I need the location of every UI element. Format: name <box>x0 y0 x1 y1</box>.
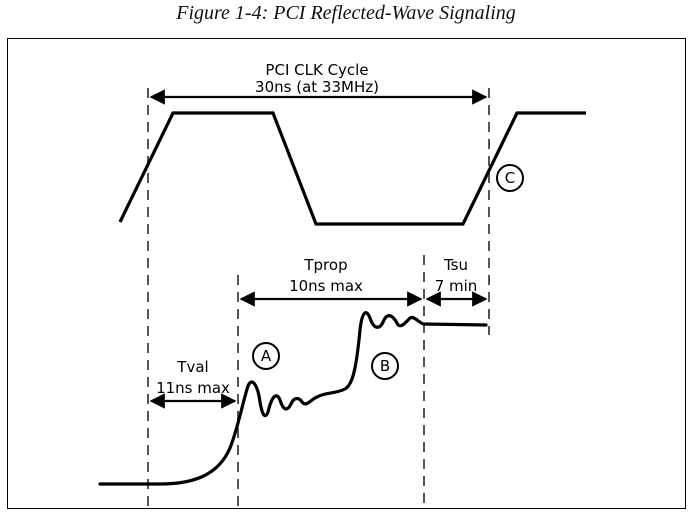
marker-c-label: C <box>505 169 515 187</box>
tprop-value: 10ns max <box>289 277 363 295</box>
diagram-frame <box>7 38 686 509</box>
marker-a-label: A <box>261 347 272 365</box>
tsu-value: 7 min <box>435 277 478 295</box>
clk-cycle-value: 30ns (at 33MHz) <box>255 78 379 96</box>
tval-value: 11ns max <box>156 379 230 397</box>
clk-cycle-label: PCI CLK Cycle <box>265 61 368 79</box>
tval-label: Tval <box>176 358 208 376</box>
figure-caption: Figure 1-4: PCI Reflected-Wave Signaling <box>176 2 516 24</box>
marker-b: B <box>371 352 399 380</box>
reference-lines <box>147 88 490 508</box>
marker-a: A <box>252 342 280 370</box>
tprop-label: Tprop <box>303 256 347 274</box>
signal-waveform <box>98 311 488 486</box>
tsu-label: Tsu <box>443 256 468 274</box>
clk-waveform <box>118 111 586 226</box>
marker-b-label: B <box>380 357 390 375</box>
marker-c: C <box>496 164 524 192</box>
